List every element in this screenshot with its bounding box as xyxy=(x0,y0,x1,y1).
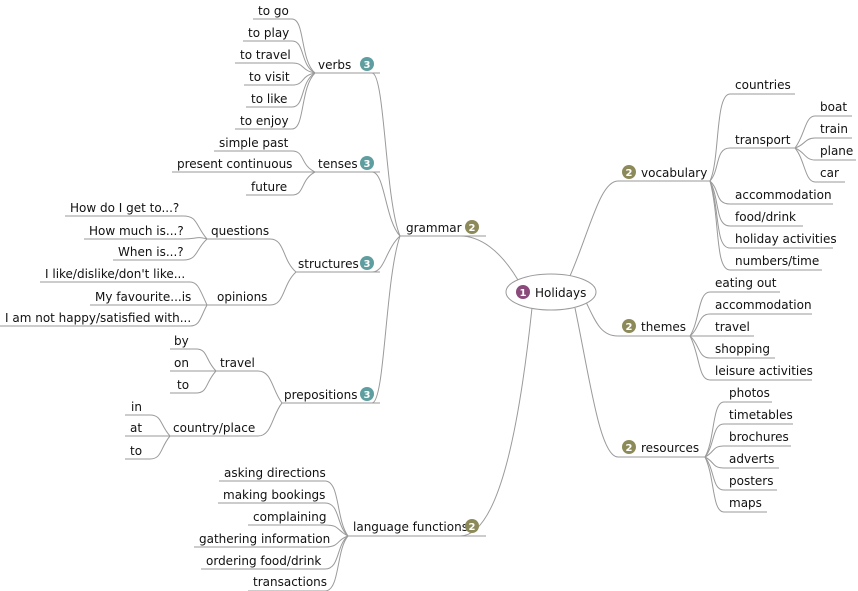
topic-language-functions[interactable]: language functions 2 xyxy=(353,519,479,534)
question-item[interactable]: When is...? xyxy=(118,245,184,259)
travel-item[interactable]: on xyxy=(174,356,189,370)
resource-item[interactable]: timetables xyxy=(729,408,793,422)
vocabulary-label: vocabulary xyxy=(641,166,707,180)
tense-item[interactable]: present continuous xyxy=(177,157,292,171)
verb-item[interactable]: to enjoy xyxy=(240,114,289,128)
resource-item[interactable]: brochures xyxy=(729,430,789,444)
subtopic-structures[interactable]: structures 3 xyxy=(298,256,374,271)
prepositions-label: prepositions xyxy=(284,388,357,402)
travel-label[interactable]: travel xyxy=(220,356,255,370)
central-node[interactable]: 1 Holidays xyxy=(505,273,597,311)
level-badge-1 xyxy=(516,285,530,299)
level-badge-2 xyxy=(622,319,636,333)
verb-item[interactable]: to like xyxy=(251,92,287,106)
opinions-label[interactable]: opinions xyxy=(217,290,267,304)
level-badge-3 xyxy=(360,387,374,401)
theme-item[interactable]: shopping xyxy=(715,342,770,356)
grammar-label: grammar xyxy=(406,221,462,235)
themes-level: 2 xyxy=(626,322,633,333)
resource-item[interactable]: photos xyxy=(729,386,770,400)
function-item[interactable]: ordering food/drink xyxy=(206,554,321,568)
underlines xyxy=(0,18,856,591)
verb-item[interactable]: to visit xyxy=(249,70,290,84)
travel-item[interactable]: to xyxy=(177,378,189,392)
theme-item[interactable]: travel xyxy=(715,320,750,334)
function-item[interactable]: making bookings xyxy=(223,488,325,502)
transport-item[interactable]: boat xyxy=(820,100,847,114)
transport-item[interactable]: car xyxy=(820,166,839,180)
travel-item[interactable]: by xyxy=(174,334,189,348)
transport-item[interactable]: plane xyxy=(820,144,853,158)
level-badge-2 xyxy=(465,220,479,234)
place-item[interactable]: in xyxy=(131,400,142,414)
place-item[interactable]: at xyxy=(130,421,142,435)
vocab-item-countries[interactable]: countries xyxy=(735,78,791,92)
connectors xyxy=(149,18,816,591)
place-label[interactable]: country/place xyxy=(173,421,255,435)
topic-themes[interactable]: 2 themes xyxy=(622,319,686,334)
structures-level: 3 xyxy=(364,259,371,270)
theme-item[interactable]: eating out xyxy=(715,276,777,290)
vocab-item[interactable]: accommodation xyxy=(735,188,832,202)
vocab-item[interactable]: numbers/time xyxy=(735,254,819,268)
opinion-item[interactable]: I like/dislike/don't like... xyxy=(45,267,185,281)
transport-label[interactable]: transport xyxy=(735,133,791,147)
vocabulary-level: 2 xyxy=(626,168,633,179)
resources-level: 2 xyxy=(626,443,633,454)
transport-item[interactable]: train xyxy=(820,122,848,136)
topic-resources[interactable]: 2 resources xyxy=(622,440,699,455)
vocab-item[interactable]: food/drink xyxy=(735,210,796,224)
subtopic-verbs[interactable]: verbs 3 xyxy=(318,57,374,72)
resources-label: resources xyxy=(641,441,699,455)
tenses-level: 3 xyxy=(364,159,371,170)
tense-item[interactable]: future xyxy=(251,180,287,194)
topic-grammar[interactable]: grammar 2 xyxy=(406,220,479,235)
opinion-item[interactable]: My favourite...is xyxy=(95,290,191,304)
level-badge-3 xyxy=(360,156,374,170)
level-badge-2 xyxy=(622,440,636,454)
language-functions-level: 2 xyxy=(469,522,476,533)
topic-vocabulary[interactable]: 2 vocabulary xyxy=(622,165,707,180)
level-badge-3 xyxy=(360,57,374,71)
central-level: 1 xyxy=(520,288,527,299)
function-item[interactable]: complaining xyxy=(253,510,326,524)
verb-item[interactable]: to go xyxy=(258,4,289,18)
language-functions-label: language functions xyxy=(353,520,468,534)
verbs-label: verbs xyxy=(318,58,351,72)
subtopic-prepositions[interactable]: prepositions 3 xyxy=(284,387,374,402)
function-item[interactable]: transactions xyxy=(253,575,327,589)
tense-item[interactable]: simple past xyxy=(219,136,289,150)
subtopic-tenses[interactable]: tenses 3 xyxy=(318,156,374,171)
function-item[interactable]: asking directions xyxy=(224,466,326,480)
tenses-label: tenses xyxy=(318,157,358,171)
themes-label: themes xyxy=(641,320,686,334)
resource-item[interactable]: maps xyxy=(729,496,762,510)
grammar-level: 2 xyxy=(469,223,476,234)
opinion-item[interactable]: I am not happy/satisfied with... xyxy=(5,311,191,325)
resource-item[interactable]: adverts xyxy=(729,452,774,466)
level-badge-3 xyxy=(360,256,374,270)
level-badge-2 xyxy=(465,519,479,533)
structures-label: structures xyxy=(298,257,359,271)
verb-item[interactable]: to travel xyxy=(240,48,291,62)
function-item[interactable]: gathering information xyxy=(199,532,330,546)
place-item[interactable]: to xyxy=(130,444,142,458)
question-item[interactable]: How much is...? xyxy=(89,224,184,238)
theme-item[interactable]: leisure activities xyxy=(715,364,813,378)
questions-label[interactable]: questions xyxy=(211,224,269,238)
vocab-item[interactable]: holiday activities xyxy=(735,232,837,246)
theme-item[interactable]: accommodation xyxy=(715,298,812,312)
central-label: Holidays xyxy=(535,286,586,300)
prepositions-level: 3 xyxy=(364,390,371,401)
question-item[interactable]: How do I get to...? xyxy=(70,201,179,215)
verb-item[interactable]: to play xyxy=(248,26,289,40)
level-badge-2 xyxy=(622,165,636,179)
verbs-level: 3 xyxy=(364,60,371,71)
resource-item[interactable]: posters xyxy=(729,474,773,488)
